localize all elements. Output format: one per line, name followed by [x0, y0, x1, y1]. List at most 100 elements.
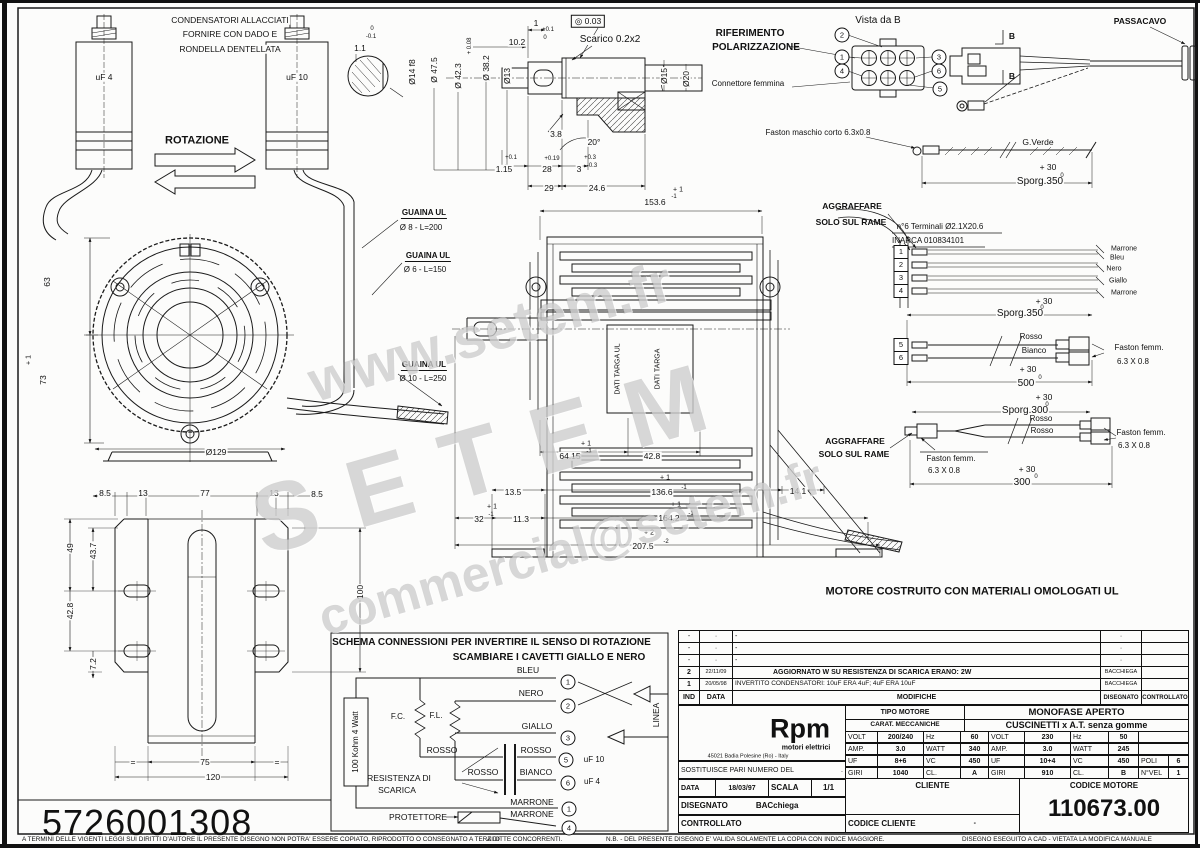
scarico-note: Scarico 0.2x2	[578, 34, 642, 45]
guaina3-size: Ø 10 - L=250	[399, 374, 447, 383]
d1366-tol2: -1	[681, 485, 687, 491]
d1366: 136.6	[650, 486, 674, 497]
aggraffare-top-1: AGGRAFFARE	[822, 200, 882, 211]
sch-term-5: 5	[558, 752, 574, 768]
schema-title: SCHEMA CONNESSIONI	[332, 637, 448, 648]
dim-3-tol-dn: -0.3	[586, 163, 598, 169]
sch-term-6: 6	[560, 775, 576, 791]
d1536-tol2: -1	[671, 194, 677, 200]
spec-cell: VC	[923, 755, 961, 767]
cliente-cell: CLIENTE	[845, 778, 1020, 815]
section-b-bottom: B	[1008, 70, 1016, 81]
guaina2-label: GUAINA UL	[404, 251, 452, 262]
d6415-tol: + 1	[581, 440, 591, 448]
dim-28-tol: +0.19	[544, 156, 560, 162]
disegnato-label: DISEGNATO	[681, 801, 728, 810]
pin-3-callout: 3	[931, 49, 947, 65]
sch-marrone-2: MARRONE	[510, 808, 554, 819]
sch-linea: LINEA	[650, 702, 661, 728]
spec-cell: AMP.	[988, 743, 1025, 755]
d1642: 164.2	[657, 512, 681, 523]
br-eq-r: =	[273, 756, 281, 767]
sch-fc: F.C.	[390, 712, 406, 721]
dim-dia15: Ø15	[658, 66, 669, 86]
cap-note-line2: FORNIRE CON DADO E	[181, 28, 279, 39]
spec-cell: 10+4	[1024, 755, 1071, 767]
guaina2-size: Ø 6 - L=150	[403, 265, 447, 274]
len300: 300	[1012, 477, 1032, 488]
sch-nero: NERO	[518, 687, 544, 698]
sch-fl: F.L.	[429, 711, 443, 720]
dim-1-tol-dn: 0	[543, 35, 547, 41]
codice-cliente-label: CODICE CLIENTE	[848, 818, 916, 828]
sch-term-3: 3	[560, 730, 576, 746]
faston-femm-label-1: Faston femm.	[1114, 343, 1164, 352]
footer-legal-2: A DITTE CONCORRENTI.	[487, 836, 563, 843]
spec-cell: UF	[988, 755, 1025, 767]
sch-rosso-2: ROSSO	[520, 744, 552, 755]
sch-marrone-1: MARRONE	[510, 796, 554, 807]
tipo-motore-label: TIPO MOTORE	[845, 705, 965, 720]
footer-legal-3: N.B. - DEL PRESENTE DISEGNO E' VALIDA SO…	[606, 836, 885, 843]
sostituisce-label: SOSTITUISCE PARI NUMERO DEL	[681, 766, 795, 774]
len500: 500	[1016, 378, 1036, 389]
sch-resistor-value: 100 Kohm 4 Watt	[351, 711, 360, 773]
plus30-len300: + 30	[1018, 463, 1036, 474]
sch-term-1b: 1	[561, 801, 577, 817]
dim-115-tol: +0.1	[505, 155, 517, 161]
schema-note1: PER INVERTIRE IL SENSO DI ROTAZIONE	[451, 637, 651, 648]
pin-1-callout: 1	[834, 49, 850, 65]
pin-5-callout: 5	[932, 81, 948, 97]
dati-targa-label: DATI TARGA	[654, 348, 662, 390]
riferimento-label2: POLARIZZAZIONE	[712, 42, 800, 53]
spec-cell: 230	[1024, 731, 1071, 743]
connector-drawing	[787, 26, 1197, 112]
spec-cell: 450	[960, 755, 989, 767]
aggraffare-bot-2: SOLO SUL RAME	[818, 448, 890, 459]
faston-femm-label-2: Faston femm.	[1116, 428, 1166, 437]
dim-3: 3	[575, 163, 583, 174]
d1642-tol: + 1	[671, 501, 681, 509]
d141: 14.1	[788, 485, 808, 496]
dim-28: 28	[541, 163, 553, 174]
terminal-4-box: 4	[893, 284, 909, 298]
sch-giallo: GIALLO	[521, 720, 553, 731]
spec-cell: VC	[1070, 755, 1109, 767]
sch-res2: SCARICA	[378, 784, 416, 795]
plus30-wires56: + 30	[1019, 363, 1037, 374]
dim-3-tol-up: +0.3	[584, 155, 596, 161]
pin-4-callout: 4	[834, 63, 850, 79]
d32: 32	[473, 513, 485, 524]
bracket-drawing	[64, 492, 366, 781]
sporg350-gverde: Sporg.350	[1015, 176, 1065, 187]
part-number: 5726001308	[42, 802, 253, 843]
faston-maschio-label: Faston maschio corto 6.3x0.8	[765, 128, 871, 137]
spec-cell: VOLT	[845, 731, 878, 743]
spec-cell: 3.0	[1024, 743, 1071, 755]
codice-motore-value: 110673.00	[1047, 795, 1161, 822]
wire1-color-a: Marrone	[1110, 245, 1138, 253]
pin-2-callout: 2	[834, 27, 850, 43]
passacavo-label: PASSACAVO	[1113, 15, 1167, 26]
faston-size-3: 6.3 X 0.8	[927, 466, 961, 475]
sch-bleu: BLEU	[516, 664, 540, 675]
dim-1-tol-up: +0.1	[542, 27, 554, 33]
inarca-note: INARCA 010834101	[891, 236, 965, 245]
br-120: 120	[204, 771, 222, 782]
cap-note-line3: RONDELLA DENTELLATA	[178, 43, 282, 54]
guaina3-label: GUAINA UL	[400, 360, 448, 371]
wire5-color: Rosso	[1019, 332, 1043, 341]
wire6-color: Bianco	[1021, 346, 1047, 355]
rev-head-ctrl: CONTROLLATO	[1141, 690, 1189, 705]
br-77: 77	[199, 487, 211, 498]
codice-motore-cell: CODICE MOTORE 110673.00	[1019, 778, 1189, 833]
guaina1-size: Ø 8 - L=200	[399, 223, 443, 232]
sch-uf4: uF 4	[583, 777, 601, 786]
gverde-label: G.Verde	[1022, 136, 1054, 147]
spec-cell: POLI	[1138, 755, 1169, 767]
sch-term-1: 1	[560, 674, 576, 690]
d2075-tol2: -2	[663, 539, 669, 545]
d2075: 207.5	[631, 540, 655, 551]
tipo-motore-value: MONOFASE APERTO	[964, 705, 1189, 720]
spec-cell: 200/240	[877, 731, 924, 743]
